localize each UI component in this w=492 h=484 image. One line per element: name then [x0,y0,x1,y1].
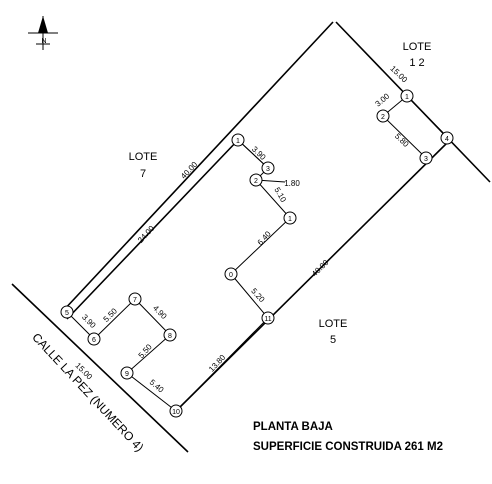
rear-wing-outline [382,95,451,159]
dim-6-40: 6.40 [256,229,274,247]
dim-5-20: 5.20 [249,287,267,305]
vertex-marker: 9 [120,366,134,380]
lot-labels: LOTE 7 LOTE 1 2 LOTE 5 [129,41,432,346]
svg-text:11: 11 [264,316,271,323]
svg-text:3: 3 [266,166,270,173]
svg-text:2: 2 [381,114,385,121]
dim-1-80: 1.80 [284,179,300,188]
dim-3-90-top: 3.90 [250,145,268,163]
left-lot-boundary [61,21,334,313]
svg-text:1: 1 [405,94,409,101]
vertex-marker: 3 [419,151,433,165]
vertex-marker: 2 [376,109,390,123]
lot-7-number: 7 [140,168,146,180]
lot-7-title: LOTE [129,151,158,163]
dim-5-50-left: 5.50 [102,306,120,324]
svg-text:3: 3 [424,156,428,163]
lot-12-title: LOTE [403,41,432,53]
vertex-marker: 6 [87,332,101,346]
lot-12-number: 1 2 [409,57,424,69]
vertex-marker: 0 [224,267,238,281]
svg-text:10: 10 [172,409,180,416]
vertex-marker: 5 [60,305,74,319]
dim-5-50-mid: 5.50 [137,342,155,360]
vertex-marker: 3 [261,161,275,175]
vertex-markers: 1 2 3 1 0 11 10 9 8 7 6 5 1 2 3 4 [60,89,454,418]
dim-lote12-front: 15.00 [388,64,409,85]
north-arrow-icon: N [28,16,58,50]
dim-3-00: 3.00 [374,91,392,108]
vertex-marker: 10 [169,404,183,418]
street-frontage-line [11,283,189,453]
svg-text:2: 2 [254,178,258,185]
svg-text:8: 8 [168,333,172,340]
dim-inner-boundary: 24.00 [136,224,157,245]
right-lot-boundary [175,139,451,412]
vertex-marker: 8 [163,328,177,342]
svg-text:1: 1 [288,216,292,223]
plan-title: PLANTA BAJA [253,421,333,433]
vertex-marker: 2 [249,173,263,187]
inner-lot-boundary [66,139,239,320]
dim-5-40: 5.40 [148,378,166,395]
north-label: N [41,38,46,45]
lot-5-title: LOTE [319,318,348,330]
lot-5-number: 5 [330,334,336,346]
svg-text:5: 5 [65,310,69,317]
street-label: CALLE LA PEZ (NUMERO 4) [29,330,146,454]
vertex-marker: 1 [283,211,297,225]
vertex-marker: 1 [400,89,414,103]
svg-text:0: 0 [229,272,233,279]
vertex-marker: 1 [231,133,245,147]
svg-text:4: 4 [445,136,449,143]
svg-text:6: 6 [92,337,96,344]
vertex-marker: 4 [440,131,454,145]
dim-5-80: 5.80 [393,132,411,150]
built-area-label: SUPERFICIE CONSTRUIDA 261 M2 [253,441,443,453]
vertex-marker: 7 [128,292,142,306]
svg-text:9: 9 [125,371,129,378]
vertex-marker: 11 [261,311,275,325]
svg-text:1: 1 [236,138,240,145]
dim-top-boundary: 40.00 [179,160,200,181]
svg-text:7: 7 [133,297,137,304]
